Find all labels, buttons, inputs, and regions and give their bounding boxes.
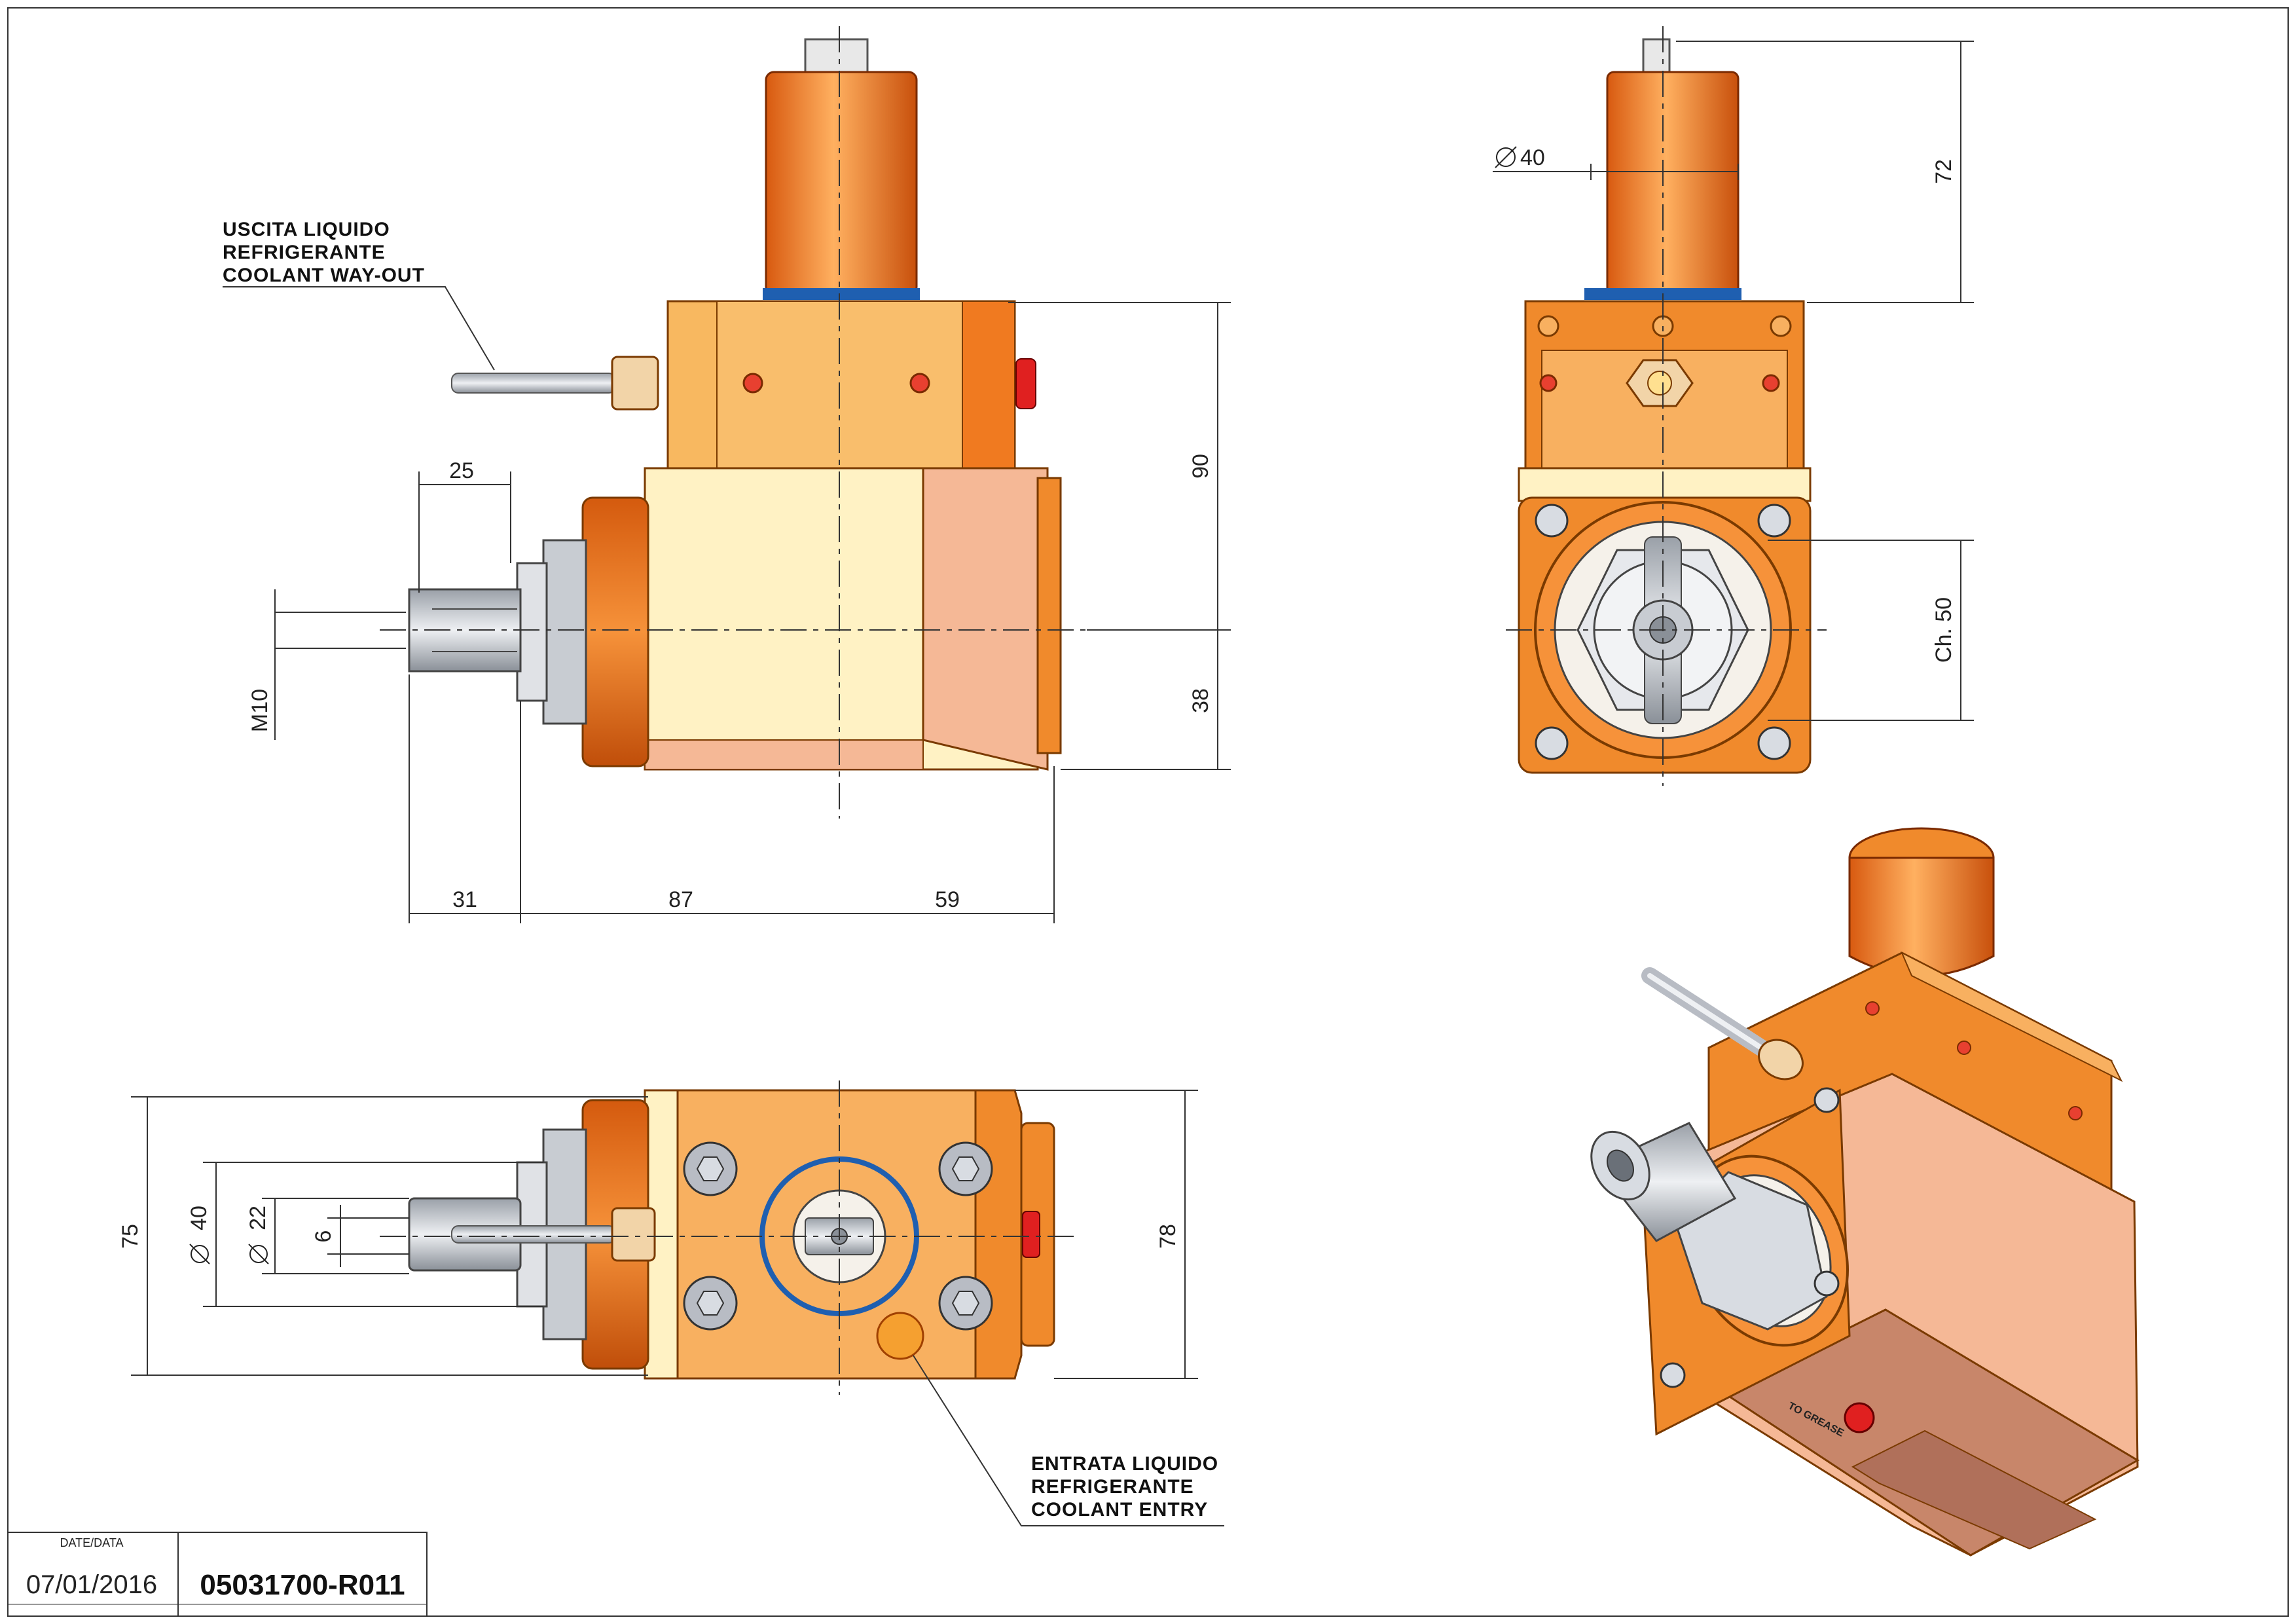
hex-bolt-icon bbox=[938, 1276, 993, 1331]
screw-icon bbox=[1539, 374, 1558, 392]
dim-31: 31 bbox=[452, 887, 477, 912]
coolant-entry-line2: REFRIGERANTE bbox=[1031, 1476, 1194, 1498]
screw-icon bbox=[1865, 1001, 1880, 1016]
coolant-out-line2: REFRIGERANTE bbox=[223, 242, 386, 263]
dim-87: 87 bbox=[668, 887, 693, 912]
motor-cap bbox=[804, 38, 869, 77]
diameter-icon bbox=[248, 1244, 269, 1264]
motor-cap bbox=[1642, 38, 1671, 77]
bolt-icon bbox=[1813, 1087, 1840, 1113]
bolt-icon bbox=[1757, 726, 1791, 760]
motor-seal-ring bbox=[763, 288, 920, 300]
motor-cylinder bbox=[765, 71, 918, 296]
isometric-view: TO GREASE bbox=[1590, 827, 2140, 1557]
dim-dia40-top: 40 bbox=[187, 1206, 211, 1230]
coolant-entry-line1: ENTRATA LIQUIDO bbox=[1031, 1453, 1218, 1475]
front-view-dimensions bbox=[274, 302, 1231, 923]
drawing-code: 05031700-R011 bbox=[200, 1569, 405, 1601]
collet-ring bbox=[516, 562, 548, 702]
coolant-entry-port bbox=[876, 1312, 924, 1360]
date-label: DATE/DATA bbox=[60, 1536, 123, 1549]
bolt-icon bbox=[1813, 1270, 1840, 1297]
dim-78: 78 bbox=[1156, 1224, 1180, 1249]
hex-bolt-icon bbox=[683, 1141, 738, 1196]
diameter-icon bbox=[189, 1244, 210, 1264]
dim-dia22: 22 bbox=[246, 1206, 270, 1230]
hex-bolt-icon bbox=[683, 1276, 738, 1331]
dim-25: 25 bbox=[449, 458, 474, 483]
sheet-border bbox=[7, 7, 2289, 1617]
dim-dia40: 40 bbox=[1520, 145, 1545, 170]
end-plate bbox=[1036, 477, 1062, 754]
dim-38: 38 bbox=[1188, 688, 1213, 713]
hex-bolt-icon bbox=[938, 1141, 993, 1196]
date-value: 07/01/2016 bbox=[26, 1570, 157, 1599]
coolant-pipe bbox=[451, 1225, 616, 1244]
coolant-fitting bbox=[611, 1207, 656, 1262]
bolt-icon bbox=[1535, 726, 1569, 760]
screw-icon bbox=[1957, 1041, 1971, 1055]
front-view bbox=[380, 26, 1087, 819]
bolt-icon bbox=[1660, 1362, 1686, 1388]
dim-ch50: Ch. 50 bbox=[1931, 597, 1956, 663]
diameter-icon bbox=[1495, 146, 1517, 168]
collet-nut-hex bbox=[1675, 1171, 1828, 1331]
screw-icon bbox=[1770, 315, 1792, 337]
collet-nut bbox=[542, 539, 587, 725]
red-plug-icon bbox=[1015, 358, 1036, 409]
screw-icon bbox=[1537, 315, 1559, 337]
coolant-fitting bbox=[611, 356, 659, 411]
dim-75: 75 bbox=[118, 1224, 143, 1249]
coolant-fitting bbox=[1758, 1039, 1804, 1080]
front-flange bbox=[581, 496, 649, 767]
motor-cylinder bbox=[1848, 857, 1995, 977]
grease-nipple-icon bbox=[1844, 1402, 1875, 1433]
motor-cylinder bbox=[1606, 71, 1740, 296]
screw-icon bbox=[1762, 374, 1780, 392]
dim-m10: M10 bbox=[247, 689, 272, 732]
screw-icon bbox=[2068, 1106, 2083, 1120]
top-view bbox=[380, 1080, 1080, 1395]
body-band bbox=[1518, 467, 1812, 502]
coolant-out-line1: USCITA LIQUIDO bbox=[223, 219, 390, 240]
side-view bbox=[1506, 26, 1827, 786]
upper-block-right bbox=[962, 301, 1015, 469]
coolant-out-note: USCITA LIQUIDO REFRIGERANTE COOLANT WAY-… bbox=[223, 219, 495, 371]
screw-icon bbox=[742, 373, 763, 394]
main-body-bottom bbox=[644, 739, 924, 770]
screw-icon bbox=[909, 373, 930, 394]
bolt-icon bbox=[1535, 504, 1569, 538]
title-block: DATE/DATA 07/01/2016 05031700-R011 bbox=[7, 1532, 428, 1617]
dim-72: 72 bbox=[1931, 159, 1956, 184]
dim-6: 6 bbox=[311, 1230, 336, 1243]
dim-59: 59 bbox=[935, 887, 960, 912]
dim-90: 90 bbox=[1188, 454, 1213, 479]
red-plug-icon bbox=[1022, 1211, 1040, 1258]
coolant-out-line3: COOLANT WAY-OUT bbox=[223, 265, 425, 286]
side-view-dimensions bbox=[1493, 41, 1974, 721]
coolant-entry-line3: COOLANT ENTRY bbox=[1031, 1499, 1208, 1521]
coolant-entry-note: ENTRATA LIQUIDO REFRIGERANTE COOLANT ENT… bbox=[913, 1355, 1224, 1526]
end-cap bbox=[974, 1089, 1023, 1380]
top-view-dimensions bbox=[131, 1090, 1198, 1379]
coolant-pipe bbox=[451, 373, 616, 394]
main-body-chamfer bbox=[922, 467, 1049, 771]
bolt-icon bbox=[1757, 504, 1791, 538]
